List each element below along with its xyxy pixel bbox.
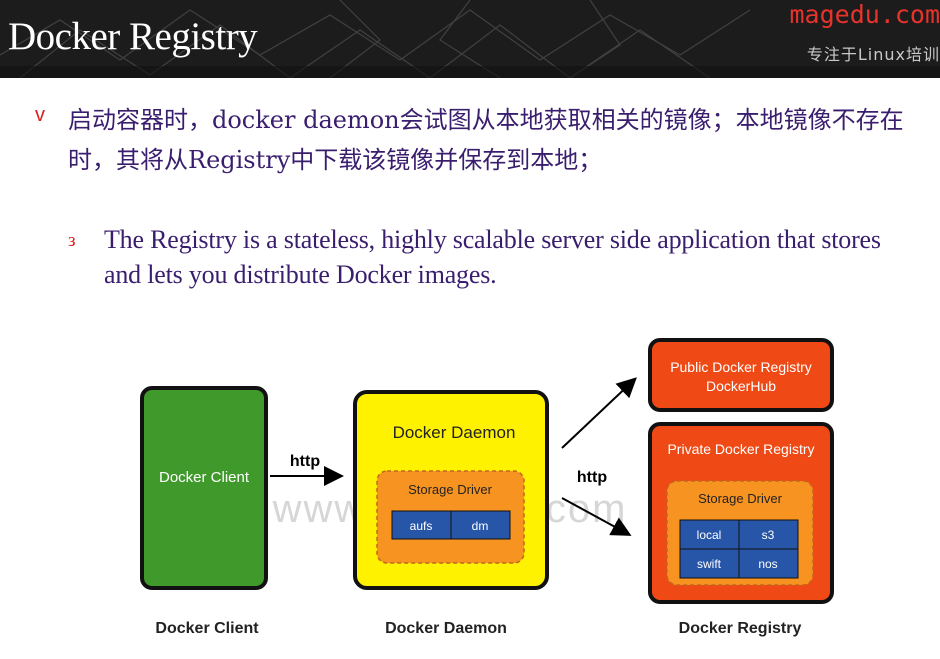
driver-dm: dm [472,519,489,533]
bullet-marker: v [35,104,45,126]
docker-client-label: Docker Client [159,469,250,486]
docker-client-box [140,386,268,590]
http-arrow-daemon-public [561,377,637,449]
sub-bullet-marker: з [68,230,76,251]
page-title: Docker Registry [8,15,258,58]
private-storage-driver-label: Storage Driver [698,491,782,506]
driver-aufs: aufs [410,519,433,533]
brand-logo: magedu.com [789,0,940,29]
dockerhub-label: DockerHub [706,378,776,394]
main-bullet-text: 启动容器时，docker daemon会试图从本地获取相关的镜像；本地镜像不存在… [68,106,904,174]
caption-docker-registry: Docker Registry [679,620,802,637]
driver-swift: swift [697,557,722,571]
private-registry-label: Private Docker Registry [667,441,814,457]
caption-docker-client: Docker Client [155,620,259,637]
public-registry-label: Public Docker Registry [670,359,812,375]
driver-s3: s3 [762,528,775,542]
daemon-storage-driver-label: Storage Driver [408,482,492,497]
http-label-2: http [577,469,607,486]
title-bar: Docker Registry magedu.com 专注于Linux培训 [0,0,940,78]
http-arrow-daemon-private [561,497,632,536]
docker-daemon-label: Docker Daemon [393,423,516,442]
caption-docker-daemon: Docker Daemon [385,620,507,637]
public-registry-box [648,338,834,412]
driver-local: local [697,528,722,542]
http-label-1: http [290,453,320,470]
sub-bullet-text: The Registry is a stateless, highly scal… [104,225,881,289]
header-decoration [0,0,940,78]
driver-nos: nos [758,557,777,571]
brand-slogan: 专注于Linux培训 [806,45,940,64]
